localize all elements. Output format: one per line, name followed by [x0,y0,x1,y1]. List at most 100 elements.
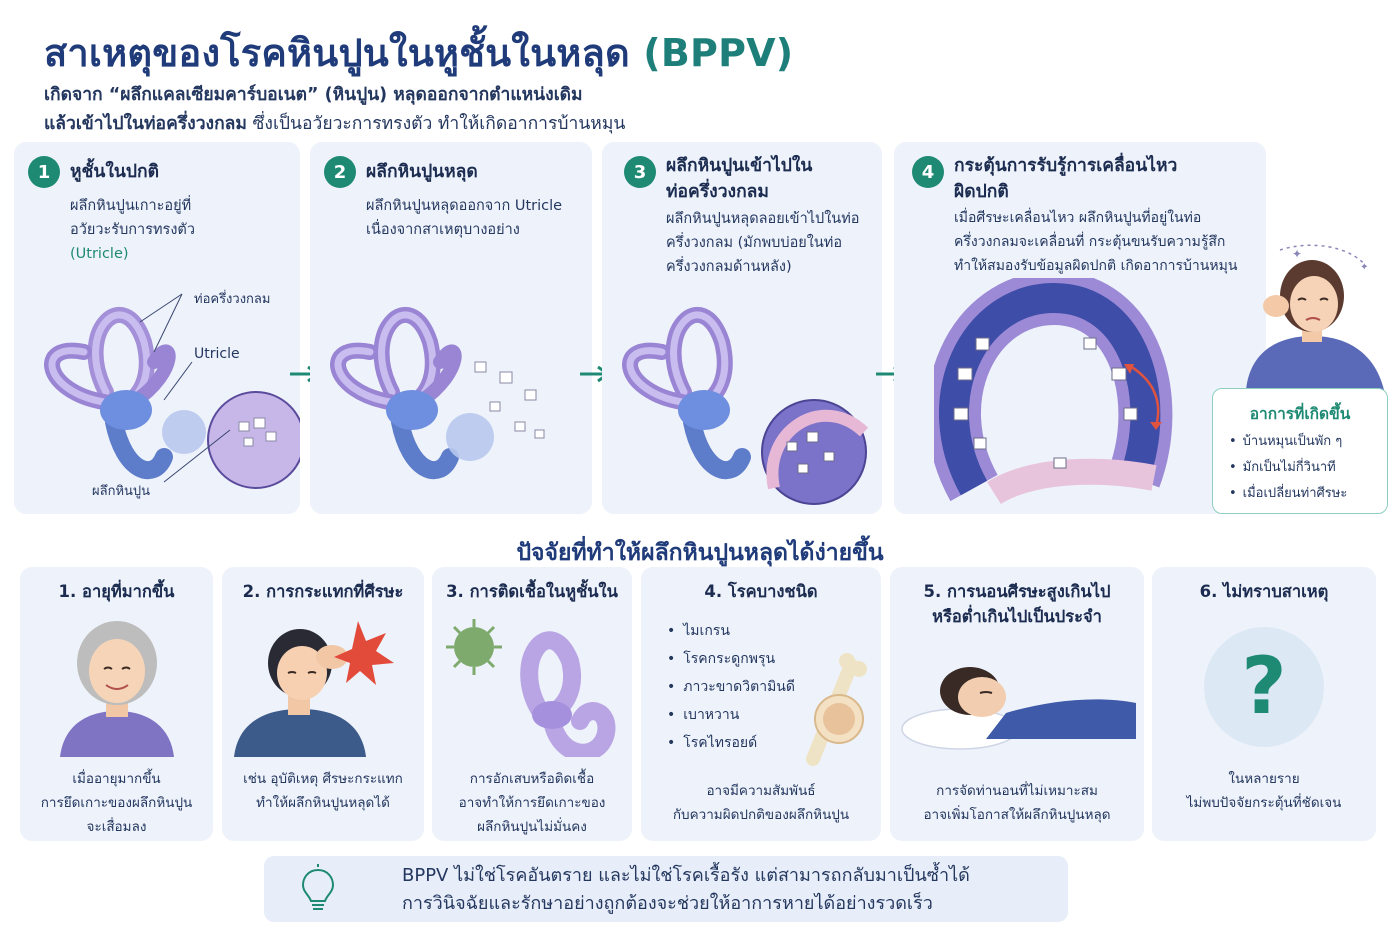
crystal-zoom-circle [207,391,300,489]
factor-card-sleeping-position: 5. การนอนศีรษะสูงเกินไป หรือต่ำเกินไปเป็… [890,567,1144,841]
step-4-title-line-1: กระตุ้นการรับรู้การเคลื่อนไหว [954,156,1178,176]
factor-title-line: 5. การนอนศีรษะสูงเกินไป [923,582,1111,601]
inner-ear-dislodged-illustration [330,307,545,480]
dizzy-person-illustration: ✦ ✦ [1246,244,1384,390]
subtitle-line-2: แล้วเข้าไปในท่อครึ่งวงกลม ซึ่งเป็นอวัยวะ… [44,109,625,137]
label-utricle: Utricle [194,346,240,362]
factor-desc: การจัดท่านอนที่ไม่เหมาะสม อาจเพิ่มโอกาสใ… [894,779,1140,827]
factor-title: 4. โรคบางชนิด [704,582,818,601]
note-line-1: BPPV ไม่ใช่โรคอันตราย และไม่ใช่โรคเรื้อร… [402,865,970,886]
question-mark-glyph: ? [1241,642,1287,732]
factor-desc: ในหลายราย ไม่พบปัจจัยกระตุ้นที่ชัดเจน [1156,767,1372,815]
factor-card-infection: 3. การติดเชื้อในหูชั้นใน การอักเสบหรือติ… [432,567,632,841]
inner-ear-illustration [44,293,300,489]
title-tag: (BPPV) [643,31,794,75]
page-title: สาเหตุของโรคหินปูนในหูชั้นในหลุด (BPPV) [44,22,793,83]
step-2-desc-line-2: เนื่องจากสาเหตุบางอย่าง [366,222,520,238]
factor-desc: เมื่ออายุมากขึ้น การยึดเกาะของผลึกหินปูน… [24,767,209,839]
canal-crystals-illustration [622,307,869,505]
disease-item: ภาวะขาดวิตามินดี [667,673,795,701]
step-4-desc-line-3: ทำให้สมองรับข้อมูลผิดปกติ เกิดอาการบ้านห… [954,258,1238,274]
factor-desc-line: ไม่พบปัจจัยกระตุ้นที่ชัดเจน [1186,795,1342,811]
factor-desc-line: เมื่ออายุมากขึ้น [72,771,161,787]
head-injury-illustration [234,621,394,757]
disease-list: ไมเกรน โรคกระดูกพรุน ภาวะขาดวิตามินดี เบ… [667,617,795,757]
step-4-desc-line-2: ครึ่งวงกลมจะเคลื่อนที่ กระตุ้นขนรับความร… [954,234,1226,250]
factor-card-age: 1. อายุที่มากขึ้น เมื่ออายุมากขึ้น การยึ… [20,567,213,841]
symptoms-list: บ้านหมุนเป็นพัก ๆ มักเป็นไม่กี่วินาที เม… [1229,429,1348,507]
subtitle-line-1: เกิดจาก “ผลึกแคลเซียมคาร์บอเนต” (หินปูน)… [44,85,583,105]
symptom-item: มักเป็นไม่กี่วินาที [1229,455,1347,481]
factor-desc-line: การจัดท่านอนที่ไม่เหมาะสม [936,783,1098,799]
factor-desc-line: อาจมีความสัมพันธ์ [706,783,816,799]
note-text: BPPV ไม่ใช่โรคอันตราย และไม่ใช่โรคเรื้อร… [402,862,970,918]
bone-illustration [806,653,867,766]
symptom-item: บ้านหมุนเป็นพัก ๆ [1229,429,1347,455]
sleeping-person-illustration [901,667,1136,750]
step-1-desc-line-2: อวัยวะรับการทรงตัว [70,222,195,238]
step-1-title: หูชั้นในปกติ [70,162,159,182]
step-3-desc-line-2: ครึ่งวงกลม (มักพบบ่อยในท่อ [666,235,843,251]
factor-desc-line: ผลึกหินปูนไม่มั่นคง [477,819,587,835]
step-4-number: 4 [912,156,944,188]
lightbulb-icon [301,864,335,910]
step-3-panel: 3 ผลึกหินปูนเข้าไปใน ท่อครึ่งวงกลม ผลึกห… [602,142,882,514]
question-mark-icon: ? [1204,627,1324,747]
step-4-desc: เมื่อศีรษะเคลื่อนไหว ผลึกหินปูนที่อยู่ใน… [954,206,1237,278]
factor-desc-line: อาจเพิ่มโอกาสให้ผลึกหินปูนหลุด [923,807,1111,823]
factor-card-diseases: 4. โรคบางชนิด ไมเกรน โรคกระดูกพรุน ภาวะข… [641,567,881,841]
symptoms-box: อาการที่เกิดขึ้น บ้านหมุนเป็นพัก ๆ มักเป… [1212,388,1388,514]
step-1-panel: 1 หูชั้นในปกติ ผลึกหินปูนเกาะอยู่ที่ อวั… [14,142,300,514]
step-2-number: 2 [324,156,356,188]
movement-arrow-icon [1124,364,1162,430]
factor-title: 5. การนอนศีรษะสูงเกินไป หรือต่ำเกินไปเป็… [890,579,1144,629]
step-3-title-line-1: ผลึกหินปูนเข้าไปใน [666,156,813,176]
step-3-title: ผลึกหินปูนเข้าไปใน ท่อครึ่งวงกลม [666,153,812,205]
step-3-desc: ผลึกหินปูนหลุดลอยเข้าไปในท่อ ครึ่งวงกลม … [666,207,859,279]
factor-desc-line: กับความผิดปกติของผลึกหินปูน [672,807,850,823]
factor-title: 1. อายุที่มากขึ้น [58,582,175,601]
factor-desc-line: อาจทำให้การยึดเกาะของ [458,795,606,811]
disease-item: ไมเกรน [667,617,795,645]
title-main: สาเหตุของโรคหินปูนในหูชั้นในหลุด [44,31,630,75]
step-2-title: ผลึกหินปูนหลุด [366,162,478,182]
factors-section-title: ปัจจัยที่ทำให้ผลึกหินปูนหลุดได้ง่ายขึ้น [516,540,884,566]
disease-item: โรคไทรอยด์ [667,729,795,757]
note-line-2: การวินิจฉัยและรักษาอย่างถูกต้องจะช่วยให้… [402,893,933,914]
factor-desc-line: ในหลายราย [1228,771,1300,787]
step-2-panel: 2 ผลึกหินปูนหลุด ผลึกหินปูนหลุดออกจาก Ut… [310,142,592,514]
svg-text:✦: ✦ [1292,247,1302,261]
step-3-desc-line-3: ครึ่งวงกลมด้านหลัง) [666,259,792,275]
bottom-note: BPPV ไม่ใช่โรคอันตราย และไม่ใช่โรคเรื้อร… [264,856,1068,922]
factor-desc-line: การยึดเกาะของผลึกหินปูน [40,795,193,811]
factor-title: 6. ไม่ทราบสาเหตุ [1199,582,1329,601]
canal-closeup-illustration [934,278,1173,505]
elderly-woman-illustration [60,621,174,757]
factor-desc-line: ทำให้ผลึกหินปูนหลุดได้ [256,795,390,811]
factor-desc-line: จะเสื่อมลง [86,819,147,835]
factor-desc: เช่น อุบัติเหตุ ศีรษะกระแทก ทำให้ผลึกหิน… [226,767,420,815]
subtitle-normal: ซึ่งเป็นอวัยวะการทรงตัว ทำให้เกิดอาการบ้… [246,114,626,134]
step-1-number: 1 [28,156,60,188]
step-3-number: 3 [624,156,656,188]
factor-title: 2. การกระแทกที่ศีรษะ [242,582,404,601]
label-crystal: ผลึกหินปูน [92,484,151,499]
factor-title-line: หรือต่ำเกินไปเป็นประจำ [932,607,1102,626]
step-2-desc-line-1: ผลึกหินปูนหลุดออกจาก Utricle [366,198,563,214]
factor-desc: การอักเสบหรือติดเชื้อ อาจทำให้การยึดเกาะ… [436,767,628,839]
factor-card-unknown: 6. ไม่ทราบสาเหตุ ? ในหลายราย ไม่พบปัจจัย… [1152,567,1376,841]
disease-item: เบาหวาน [667,701,795,729]
disease-item: โรคกระดูกพรุน [667,645,795,673]
factor-card-head-injury: 2. การกระแทกที่ศีรษะ เช่น อุบัติเหตุ ศีร… [222,567,424,841]
factor-title: 3. การติดเชื้อในหูชั้นใน [446,582,618,601]
step-1-desc: ผลึกหินปูนเกาะอยู่ที่ อวัยวะรับการทรงตัว… [70,194,195,266]
step-3-title-line-2: ท่อครึ่งวงกลม [666,182,769,202]
step-4-title-line-2: ผิดปกติ [954,182,1009,202]
svg-text:✦: ✦ [1360,262,1368,273]
step-4-desc-line-1: เมื่อศีรษะเคลื่อนไหว ผลึกหินปูนที่อยู่ใน… [954,210,1202,226]
step-1-desc-line-3: (Utricle) [70,246,129,262]
step-4-panel: 4 กระตุ้นการรับรู้การเคลื่อนไหว ผิดปกติ … [894,142,1266,514]
virus-inner-ear-illustration [446,619,616,757]
label-semicircular-canal: ท่อครึ่งวงกลม [194,292,271,307]
step-2-desc: ผลึกหินปูนหลุดออกจาก Utricle เนื่องจากสา… [366,194,562,242]
